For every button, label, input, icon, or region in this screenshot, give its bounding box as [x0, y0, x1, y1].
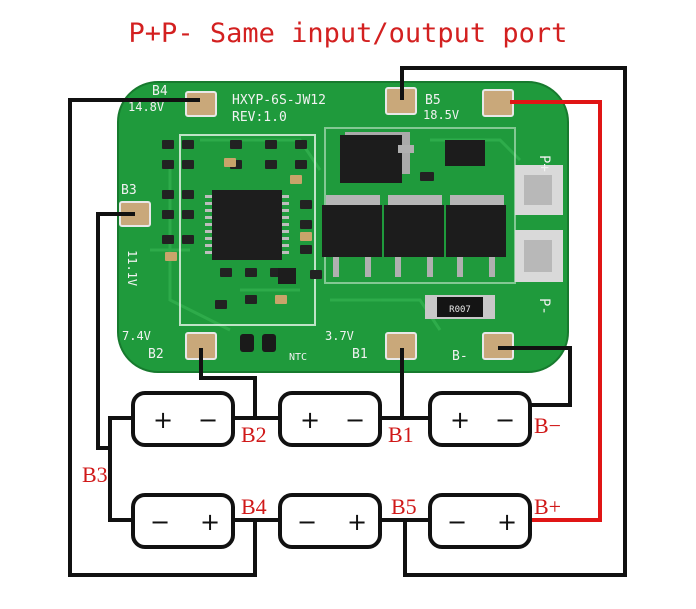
resistor-label: R007 — [449, 305, 471, 315]
cell-top-3 — [428, 391, 532, 447]
label-b2: B2 — [241, 422, 267, 447]
mosfet-top — [340, 132, 414, 183]
node-labels: B2 B1 B− B3 B4 B5 B+ — [82, 413, 561, 519]
output-pads: P+ P- — [515, 155, 563, 315]
wire-b3-pad — [96, 212, 135, 450]
pad-b4-label: B4 — [152, 84, 168, 99]
shunt-resistor: R007 — [425, 295, 495, 319]
pminus-label: P- — [536, 298, 552, 315]
cell-bottom-2 — [278, 493, 382, 549]
pad-b1-voltage: 3.7V — [325, 329, 354, 343]
label-b4: B4 — [241, 494, 267, 519]
wire-b2 — [199, 348, 257, 418]
cell-bottom-1-right: + — [200, 508, 220, 536]
pad-b4 — [185, 91, 217, 117]
pplus-label: P+ — [536, 155, 552, 172]
label-bplus: B+ — [534, 494, 561, 519]
pad-b4-voltage: 14.8V — [128, 100, 164, 114]
cells-top-row: + − + − + − — [131, 391, 532, 447]
ntc-label: NTC — [289, 352, 307, 363]
wire-b5 — [400, 66, 627, 577]
pad-b3-voltage: 11.1V — [125, 250, 139, 286]
small-transistor — [278, 268, 296, 284]
small-mosfet — [445, 140, 485, 166]
pad-b3-label: B3 — [121, 183, 137, 198]
pad-bminus-label: B- — [452, 349, 468, 364]
silk-outline — [179, 134, 316, 326]
cell-top-1-left: + — [153, 406, 173, 434]
label-b3: B3 — [82, 462, 108, 487]
ntc-pads: NTC — [240, 334, 307, 363]
red-wire-bplus — [510, 100, 602, 522]
label-b5: B5 — [391, 494, 417, 519]
cell-bottom-1 — [131, 493, 235, 549]
cell-top-3-right: − — [495, 406, 515, 434]
wire-b3-loop — [108, 416, 135, 522]
cells-bottom-row: − + − + − + — [131, 493, 532, 549]
cell-bottom-2-left: − — [297, 508, 317, 536]
wire-b4 — [68, 98, 257, 577]
black-wires — [68, 66, 627, 577]
pad-b2-label: B2 — [148, 347, 164, 362]
wire-bminus — [498, 346, 572, 407]
label-b1: B1 — [388, 422, 414, 447]
cell-bottom-3 — [428, 493, 532, 549]
diagram-title: P+P- Same input/output port — [128, 18, 568, 49]
cell-top-1 — [131, 391, 235, 447]
board-rev: REV:1.0 — [232, 110, 287, 125]
pad-b1-label: B1 — [352, 347, 368, 362]
mosfet-row — [322, 195, 506, 277]
label-bminus: B− — [534, 413, 561, 438]
pad-b5-label: B5 — [425, 93, 441, 108]
board-model: HXYP-6S-JW12 — [232, 93, 326, 108]
cell-bottom-3-right: + — [497, 508, 517, 536]
cell-bottom-1-left: − — [150, 508, 170, 536]
cell-top-2-right: − — [345, 406, 365, 434]
pad-b2-voltage: 7.4V — [122, 329, 151, 343]
bms-board: R007 NTC P+ P- — [117, 81, 569, 373]
pad-bplus — [482, 89, 514, 117]
pad-b5-voltage: 18.5V — [423, 108, 459, 122]
cell-bottom-2-right: + — [347, 508, 367, 536]
cell-top-1-right: − — [198, 406, 218, 434]
cell-bottom-3-left: − — [447, 508, 467, 536]
cell-top-2 — [278, 391, 382, 447]
bms-ic-chip — [205, 190, 289, 260]
cell-top-3-left: + — [450, 406, 470, 434]
cell-top-2-left: + — [300, 406, 320, 434]
